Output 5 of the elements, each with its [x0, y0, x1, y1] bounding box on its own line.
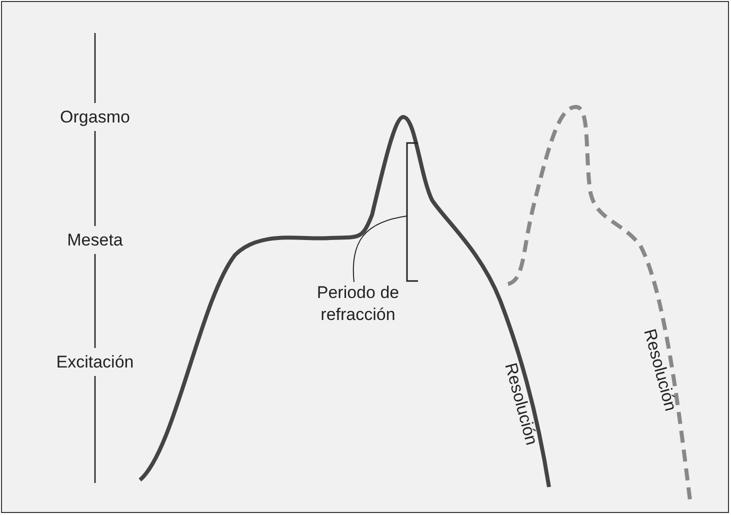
leader-line: [352, 216, 408, 282]
stage-label: Meseta: [67, 229, 123, 252]
stage-label: Excitación: [56, 351, 134, 374]
stage-label: Orgasmo: [60, 106, 130, 128]
annotation-text: Periodo de refracción: [296, 282, 420, 326]
